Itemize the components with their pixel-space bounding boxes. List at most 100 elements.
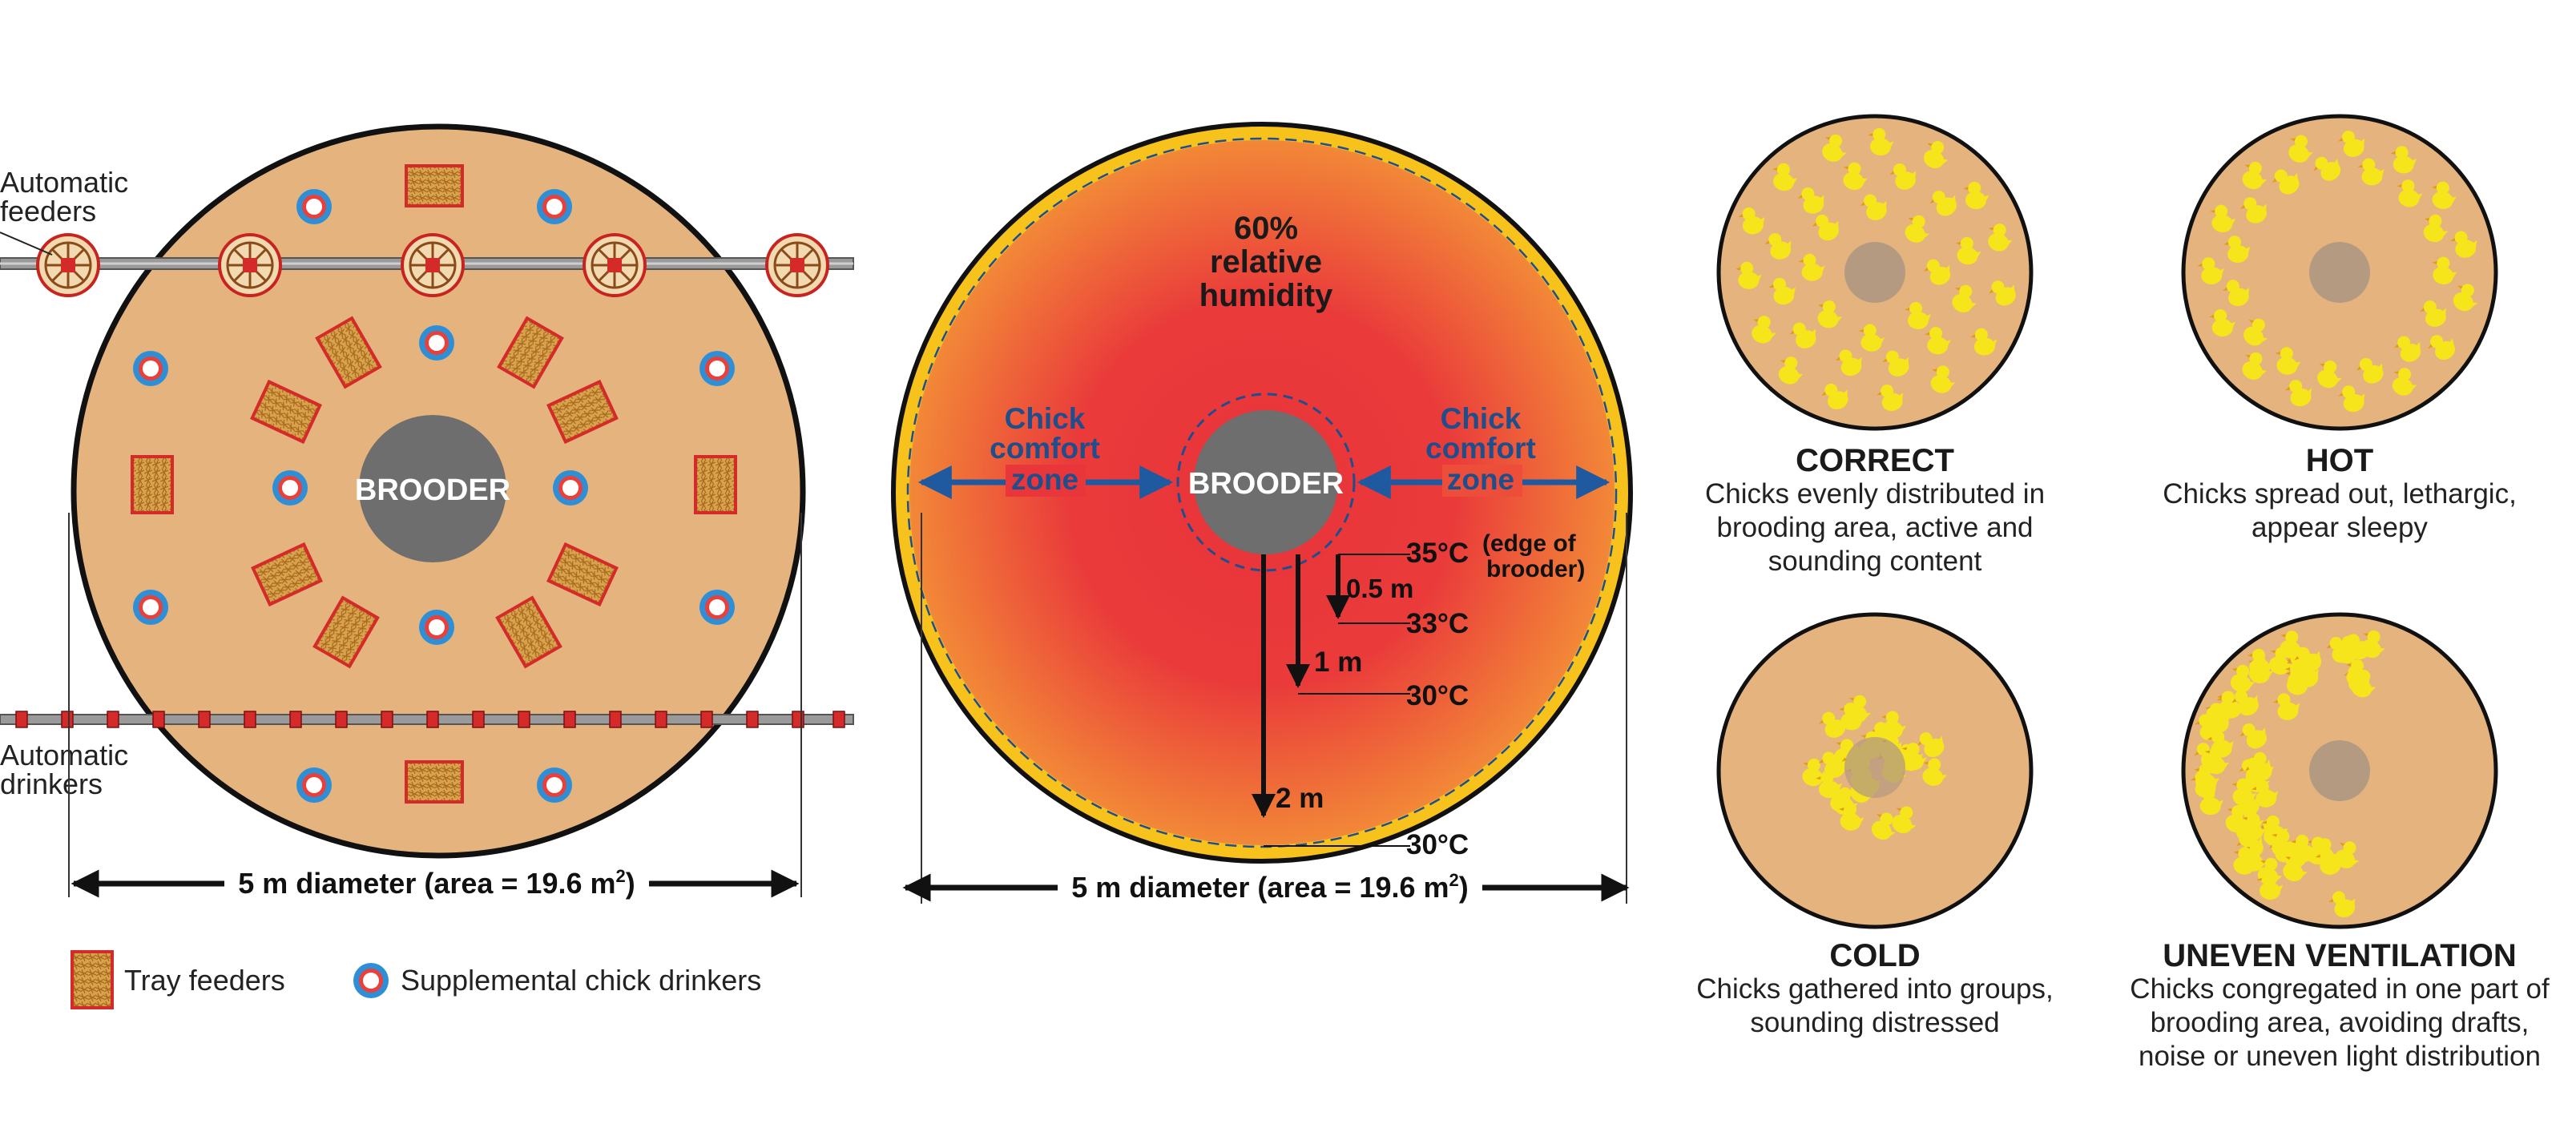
legend: Tray feeders Supplemental chick drinkers <box>71 950 761 1009</box>
humidity-label-line1: 60% <box>1234 211 1298 246</box>
brooder-label: BROODER <box>355 473 510 507</box>
state-desc-cold-1: Chicks gathered into groups, <box>1696 973 2054 1005</box>
chick-drinker-icon <box>553 470 588 506</box>
drinker-nipple-icon <box>198 711 211 728</box>
chick-drinker-icon <box>537 767 572 803</box>
state-desc-uneven-3: noise or uneven light distribution <box>2139 1041 2541 1072</box>
state-desc-correct-1: Chicks evenly distributed in <box>1705 478 2045 510</box>
automatic-feeders-label-line2: feeders <box>0 195 96 228</box>
state-desc-hot-1: Chicks spread out, lethargic, <box>2163 478 2517 510</box>
tray-feeder-icon <box>131 455 174 514</box>
left-panel: BROODER Automatic feeders Automatic drin… <box>0 123 854 1009</box>
chick-drinker-icon <box>537 189 572 224</box>
dist-2m-label: 2 m <box>1276 783 1324 814</box>
chick-drinker-icon <box>296 189 332 224</box>
drinker-nipple-icon <box>152 711 165 728</box>
temp-2m-label: 30°C <box>1406 829 1469 860</box>
comfort-zone-label-right-2: comfort <box>1425 432 1536 465</box>
state-uneven-ventilation: UNEVEN VENTILATION Chicks congregated in… <box>2130 612 2550 1072</box>
state-desc-hot-2: appear sleepy <box>2251 512 2428 543</box>
drinker-nipple-icon <box>381 711 393 728</box>
drinker-nipple-icon <box>472 711 485 728</box>
drinker-nipple-icon <box>244 711 256 728</box>
drinker-nipple-icon <box>335 711 348 728</box>
automatic-feeder-icon <box>401 233 465 297</box>
edge-note-line1: (edge of <box>1482 530 1577 557</box>
drinker-nipple-icon <box>563 711 576 728</box>
legend-tray-feeders: Tray feeders <box>124 964 285 997</box>
comfort-zone-label-right-1: Chick <box>1441 402 1522 435</box>
drinker-nipple-icon <box>609 711 622 728</box>
drinker-nipple-icon <box>832 711 845 728</box>
chick-drinker-icon <box>699 590 735 625</box>
comfort-zone-label-left-2: comfort <box>990 432 1100 465</box>
state-title-cold: COLD <box>1829 938 1920 973</box>
drinker-nipple-icon <box>61 711 74 728</box>
state-title-hot: HOT <box>2306 443 2373 478</box>
automatic-feeder-icon <box>36 233 100 297</box>
humidity-label-line2: relative <box>1210 244 1322 280</box>
brooder-icon <box>359 415 506 562</box>
state-correct: CORRECT Chicks evenly distributed in bro… <box>1705 114 2045 577</box>
temp-0-5m-label: 33°C <box>1406 608 1469 639</box>
chick-drinker-icon <box>699 351 735 386</box>
drinker-nipple-icon <box>426 711 439 728</box>
left-diameter-dimension: 5 m diameter (area = 19.6 m2) <box>68 513 802 900</box>
brooder-label: BROODER <box>1188 467 1344 501</box>
state-title-correct: CORRECT <box>1796 443 1954 478</box>
automatic-feeders-label-line1: Automatic <box>0 166 128 199</box>
drinker-nipple-icon <box>289 711 302 728</box>
automatic-feeder-icon <box>765 233 829 297</box>
legend-chick-drinkers: Supplemental chick drinkers <box>401 964 761 997</box>
brooder-icon <box>1194 410 1338 554</box>
chick-drinker-legend-icon <box>353 963 389 998</box>
tray-feeder-icon <box>405 164 464 207</box>
dist-0-5m-label: 0.5 m <box>1346 574 1413 603</box>
state-hot: HOT Chicks spread out, lethargic, appear… <box>2163 114 2517 543</box>
state-cold: COLD Chicks gathered into groups, soundi… <box>1696 612 2054 1038</box>
drinker-nipple-icon <box>15 711 28 728</box>
state-desc-correct-3: sounding content <box>1768 546 1982 577</box>
temperature-gradient-markers <box>1252 554 1410 847</box>
state-title-uneven: UNEVEN VENTILATION <box>2163 938 2517 973</box>
middle-panel: 60% relative humidity BROODER Chick comf… <box>891 122 1633 904</box>
automatic-drinkers-label-line1: Automatic <box>0 739 128 771</box>
chick-drinker-icon <box>419 325 454 361</box>
automatic-drinker-line <box>0 711 854 728</box>
drinker-nipple-icon <box>746 711 759 728</box>
tray-feeder-icon <box>694 455 737 514</box>
temp-edge-label: 35°C <box>1406 538 1469 569</box>
tray-feeder-icon <box>405 760 464 804</box>
chick-drinker-icon <box>272 470 308 506</box>
edge-note-line2: brooder) <box>1486 556 1585 582</box>
middle-diameter-label: 5 m diameter (area = 19.6 m2) <box>1071 870 1469 904</box>
middle-diameter-dimension: 5 m diameter (area = 19.6 m2) <box>902 513 1630 904</box>
chick-drinker-icon <box>419 610 454 645</box>
drinker-nipple-icon <box>655 711 667 728</box>
comfort-zone-left: Chick comfort zone <box>917 402 1174 499</box>
state-desc-uneven-1: Chicks congregated in one part of <box>2130 973 2550 1005</box>
drinker-nipple-icon <box>107 711 119 728</box>
automatic-feeder-line <box>0 233 854 297</box>
state-desc-correct-2: brooding area, active and <box>1717 512 2034 543</box>
state-desc-cold-2: sounding distressed <box>1750 1007 1999 1038</box>
chick-drinker-icon <box>133 590 168 625</box>
humidity-label-line3: humidity <box>1199 278 1333 313</box>
automatic-feeder-icon <box>583 233 647 297</box>
comfort-zone-label-right-3: zone <box>1447 463 1514 496</box>
drinker-nipple-icon <box>518 711 530 728</box>
automatic-drinkers-label-line2: drinkers <box>0 767 103 800</box>
tray-feeder-legend-icon <box>71 950 114 1009</box>
left-diameter-label: 5 m diameter (area = 19.6 m2) <box>238 866 635 900</box>
automatic-feeder-icon <box>218 233 282 297</box>
state-desc-uneven-2: brooding area, avoiding drafts, <box>2151 1007 2530 1038</box>
chick-drinker-icon <box>133 351 168 386</box>
dist-1m-label: 1 m <box>1314 647 1362 678</box>
chick-drinker-icon <box>296 767 332 803</box>
comfort-zone-label-left-1: Chick <box>1005 402 1086 435</box>
temp-1m-label: 30°C <box>1406 680 1469 711</box>
comfort-zone-right: Chick comfort zone <box>1357 402 1611 499</box>
drinker-nipple-icon <box>700 711 713 728</box>
comfort-zone-label-left-3: zone <box>1011 463 1078 496</box>
